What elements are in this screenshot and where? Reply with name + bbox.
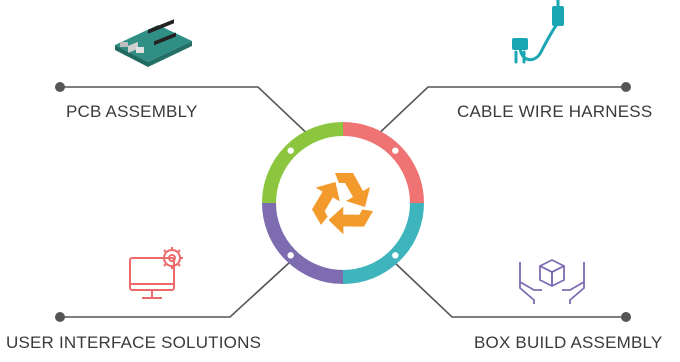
cable-plug-icon <box>512 0 564 64</box>
hands-box-icon <box>519 259 585 304</box>
ring-segment-teal <box>342 202 424 284</box>
ring-notch <box>392 147 399 154</box>
ring-notch <box>287 252 294 259</box>
monitor-gear-icon <box>129 247 183 299</box>
recycle-icon <box>312 173 373 235</box>
ring-notch <box>287 147 294 154</box>
connector-line-ui <box>60 261 291 318</box>
connector-dot-box <box>621 312 631 322</box>
connector-dot-pcb <box>55 82 65 92</box>
circuit-board-icon <box>115 19 192 67</box>
connector-dot-cable <box>621 82 631 92</box>
ring-segment-purple <box>262 202 344 284</box>
connector-line-box <box>393 261 626 318</box>
cable-wire-harness-label: CABLE WIRE HARNESS <box>457 102 653 121</box>
center-ring <box>262 122 424 284</box>
connector-dot-ui <box>55 312 65 322</box>
ring-notch <box>392 252 399 259</box>
connector-line-cable <box>371 86 626 141</box>
connector-line-pcb <box>60 86 315 141</box>
user-interface-solutions-label: USER INTERFACE SOLUTIONS <box>6 333 262 352</box>
box-build-assembly-label: BOX BUILD ASSEMBLY <box>474 333 663 352</box>
pcb-assembly-label: PCB ASSEMBLY <box>66 102 198 121</box>
